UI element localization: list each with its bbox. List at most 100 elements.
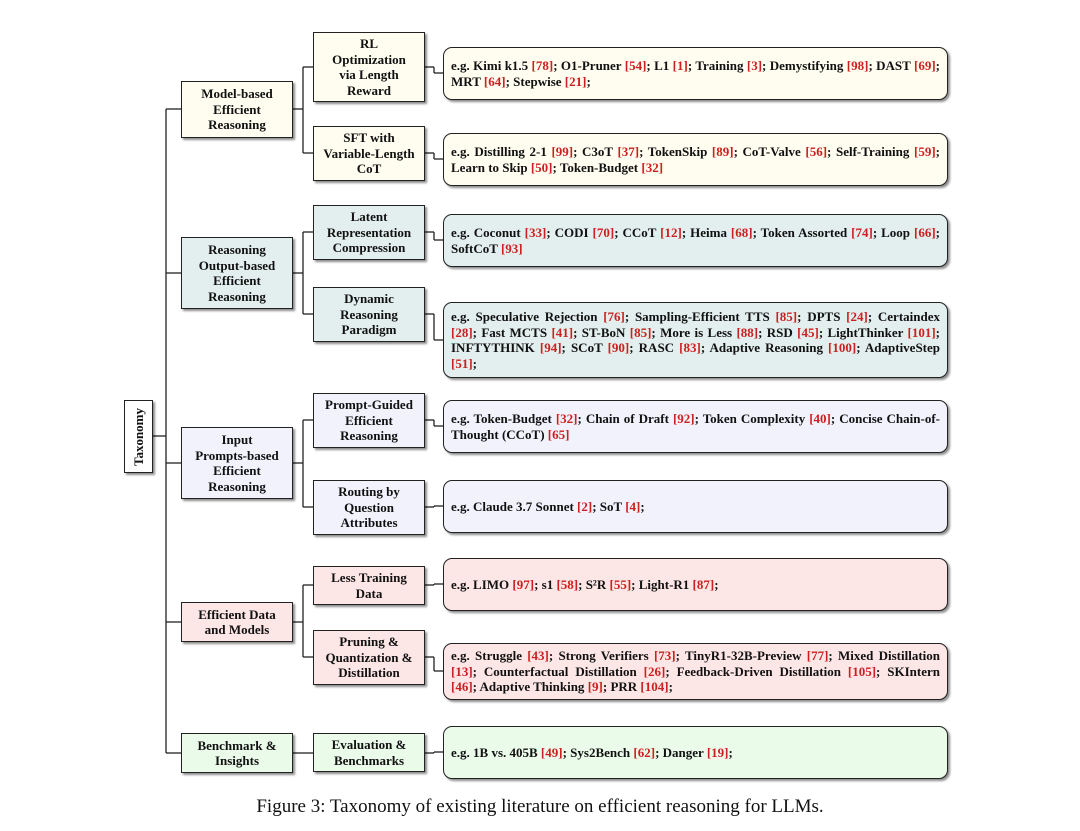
examples-evaluation-benchmarks: e.g. 1B vs. 405B [49]; Sys2Bench [62]; D… — [443, 726, 948, 779]
citation-ref: [41] — [551, 324, 574, 340]
examples-rl-length-reward: e.g. Kimi k1.5 [78]; O1-Pruner [54]; L1 … — [443, 47, 948, 100]
example-text-segment: ; Token Assorted — [752, 225, 852, 240]
example-text-segment: e.g. Token-Budget — [451, 411, 556, 426]
citation-ref: [68] — [730, 225, 753, 240]
examples-latent-compression: e.g. Coconut [33]; CODI [70]; CCoT [12];… — [443, 214, 948, 267]
category-reasoning-output-based: Reasoning Output-based Efficient Reasoni… — [181, 237, 293, 309]
example-text-segment: ; SKIntern — [876, 663, 941, 679]
citation-ref: [78] — [531, 58, 554, 73]
examples-text: e.g. Speculative Rejection [76]; Samplin… — [451, 309, 940, 371]
example-text-segment: ; Learn to Skip — [451, 144, 941, 175]
example-text-segment: ; Self-Training — [827, 144, 914, 159]
examples-less-training-data: e.g. LIMO [97]; s1 [58]; S²R [55]; Light… — [443, 558, 948, 611]
example-text-segment: ; Fast MCTS — [472, 324, 552, 340]
example-text-segment: ; L1 — [646, 58, 673, 73]
example-text-segment: ; ST-BoN — [573, 324, 630, 340]
category-label: Input Prompts-based Efficient Reasoning — [195, 432, 279, 494]
subcategory-dynamic-paradigm: Dynamic Reasoning Paradigm — [313, 287, 425, 342]
category-efficient-data-models: Efficient Data and Models — [181, 602, 293, 642]
subcategory-rl-length-reward: RL Optimization via Length Reward — [313, 32, 425, 102]
example-text-segment: ; LightThinker — [818, 324, 908, 340]
examples-routing: e.g. Claude 3.7 Sonnet [2]; SoT [4]; — [443, 480, 948, 533]
citation-ref: [65] — [547, 426, 570, 442]
examples-text: e.g. Claude 3.7 Sonnet [2]; SoT [4]; — [451, 499, 940, 515]
example-text-segment: ; — [472, 355, 478, 371]
example-text-segment: ; Danger — [655, 744, 707, 760]
examples-text: e.g. Coconut [33]; CODI [70]; CCoT [12];… — [451, 225, 940, 256]
example-text-segment: e.g. 1B vs. 405B — [451, 744, 541, 760]
example-text-segment: ; Demystifying — [762, 58, 847, 73]
example-text-segment: ; Stepwise — [505, 73, 565, 89]
example-text-segment: ; CCoT — [614, 225, 661, 240]
citation-ref: [3] — [746, 58, 763, 73]
example-text-segment: e.g. Speculative Rejection — [451, 309, 604, 324]
example-text-segment: ; — [640, 498, 645, 514]
example-text-segment: ; Mixed Distillation — [828, 648, 941, 664]
citation-ref: [85] — [629, 324, 652, 340]
example-text-segment: ; PRR — [602, 679, 641, 695]
taxonomy-root-box: Taxonomy — [124, 400, 153, 473]
category-label: Reasoning Output-based Efficient Reasoni… — [198, 242, 276, 304]
citation-ref: [97] — [512, 576, 535, 592]
subcategory-latent-compression: Latent Representation Compression — [313, 205, 425, 260]
example-text-segment: ; INFTYTHINK — [451, 324, 940, 356]
citation-ref: [50] — [530, 159, 553, 175]
example-text-segment: ; Certaindex — [867, 309, 941, 324]
subcategory-label: SFT with Variable-Length CoT — [323, 130, 415, 177]
example-text-segment: e.g. Struggle — [451, 648, 528, 664]
citation-ref: [2] — [577, 498, 593, 514]
example-text-segment: ; Heima — [681, 225, 731, 240]
citation-ref: [28] — [451, 324, 473, 340]
subcategory-label: Latent Representation Compression — [326, 209, 412, 256]
category-label: Benchmark & Insights — [197, 737, 277, 769]
examples-sft-variable-length: e.g. Distilling 2-1 [99]; C3oT [37]; Tok… — [443, 133, 948, 186]
example-text-segment: ; TinyR1-32B-Preview — [675, 648, 807, 664]
citation-ref: [59] — [914, 144, 936, 159]
citation-ref: [26] — [643, 663, 666, 679]
citation-ref: [66] — [913, 225, 936, 240]
citation-ref: [12] — [660, 225, 682, 240]
example-text-segment: ; CODI — [546, 225, 593, 240]
example-text-segment: ; Sampling-Efficient TTS — [624, 309, 776, 324]
category-input-prompts-based: Input Prompts-based Efficient Reasoning — [181, 427, 293, 499]
example-text-segment: ; DPTS — [797, 309, 847, 324]
taxonomy-diagram: Taxonomy Model-based Efficient Reasoning… — [124, 32, 948, 779]
taxonomy-root-label: Taxonomy — [130, 407, 146, 466]
subcategory-pruning-distillation: Pruning & Quantization & Distillation — [313, 630, 425, 685]
subcategory-routing: Routing by Question Attributes — [313, 480, 425, 535]
subcategory-prompt-guided: Prompt-Guided Efficient Reasoning — [313, 393, 425, 448]
example-text-segment: ; S²R — [578, 576, 610, 592]
citation-ref: [32] — [641, 159, 664, 175]
citation-ref: [87] — [692, 576, 715, 592]
example-text-segment: ; — [728, 744, 733, 760]
example-text-segment: ; TokenSkip — [639, 144, 712, 159]
connector-lines — [153, 66, 443, 754]
example-text-segment: ; Counterfactual Distillation — [472, 663, 644, 679]
citation-ref: [32] — [555, 411, 578, 426]
citation-ref: [33] — [524, 225, 547, 240]
citation-ref: [85] — [775, 309, 798, 324]
citation-ref: [46] — [451, 679, 473, 695]
subcategory-label: Dynamic Reasoning Paradigm — [340, 291, 398, 338]
citation-ref: [49] — [540, 744, 563, 760]
example-text-segment: ; O1-Pruner — [553, 58, 625, 73]
citation-ref: [99] — [551, 144, 574, 159]
citation-ref: [58] — [556, 576, 579, 592]
example-text-segment: ; AdaptiveStep — [856, 340, 941, 355]
figure-caption: Figure 3: Taxonomy of existing literatur… — [256, 796, 824, 817]
citation-ref: [100] — [828, 340, 857, 355]
example-text-segment: e.g. LIMO — [451, 576, 513, 592]
example-text-segment: ; MRT — [451, 58, 940, 89]
examples-text: e.g. LIMO [97]; s1 [58]; S²R [55]; Light… — [451, 577, 940, 593]
example-text-segment: e.g. Claude 3.7 Sonnet — [451, 498, 578, 514]
citation-ref: [40] — [809, 411, 831, 426]
examples-text: e.g. Kimi k1.5 [78]; O1-Pruner [54]; L1 … — [451, 58, 940, 89]
subcategory-label: Pruning & Quantization & Distillation — [325, 634, 413, 681]
example-text-segment: ; RASC — [629, 340, 680, 355]
subcategory-label: Routing by Question Attributes — [338, 484, 400, 531]
citation-ref: [101] — [907, 324, 936, 340]
examples-pruning-distillation: e.g. Struggle [43]; Strong Verifiers [73… — [443, 643, 948, 700]
example-text-segment: e.g. Distilling 2-1 — [451, 144, 552, 159]
examples-text: e.g. 1B vs. 405B [49]; Sys2Bench [62]; D… — [451, 745, 940, 761]
example-text-segment: e.g. Kimi k1.5 — [451, 58, 532, 73]
